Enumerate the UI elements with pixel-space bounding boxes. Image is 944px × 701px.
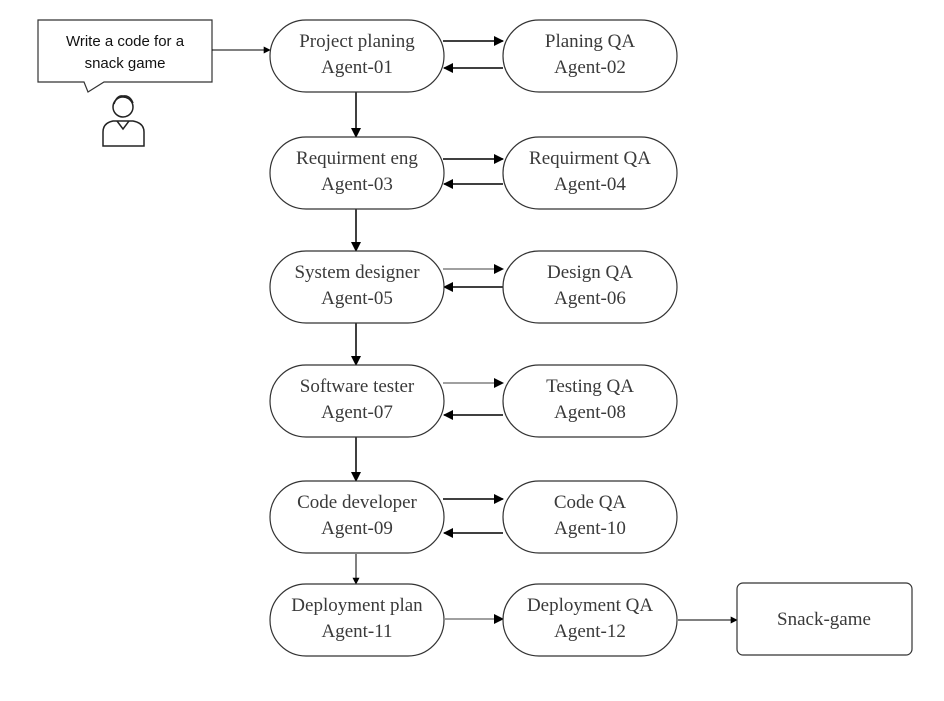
agent-node-12: Deployment QA Agent-12	[502, 583, 678, 657]
agent-node-09: Code developer Agent-09	[269, 480, 445, 554]
agent-role: Deployment QA	[527, 595, 653, 616]
agent-node-08: Testing QA Agent-08	[502, 364, 678, 438]
agent-id: Agent-09	[321, 518, 393, 539]
agent-node-03: Requirment eng Agent-03	[269, 136, 445, 210]
agent-role: Requirment QA	[529, 148, 651, 169]
prompt-line-1: Write a code for a	[66, 33, 185, 50]
agent-role: Project planing	[299, 31, 415, 52]
output-node: Snack-game	[736, 582, 913, 656]
agent-role: Planing QA	[545, 31, 636, 52]
agent-role: Design QA	[547, 262, 633, 283]
agent-node-11: Deployment plan Agent-11	[269, 583, 445, 657]
agent-node-05: System designer Agent-05	[269, 250, 445, 324]
agent-id: Agent-02	[554, 57, 626, 78]
agent-node-10: Code QA Agent-10	[502, 480, 678, 554]
agent-role: Requirment eng	[296, 148, 418, 169]
agent-id: Agent-07	[321, 402, 393, 423]
agent-id: Agent-06	[554, 288, 626, 309]
agent-id: Agent-04	[554, 174, 626, 195]
agent-node-02: Planing QA Agent-02	[502, 19, 678, 93]
agent-role: Software tester	[300, 376, 415, 397]
output-label: Snack-game	[777, 609, 871, 630]
agent-id: Agent-01	[321, 57, 393, 78]
agent-id: Agent-03	[321, 174, 393, 195]
agent-id: Agent-11	[321, 621, 392, 642]
edges	[212, 36, 738, 624]
agent-id: Agent-08	[554, 402, 626, 423]
agent-id: Agent-10	[554, 518, 626, 539]
agent-role: Code QA	[554, 492, 627, 513]
prompt-bubble: Write a code for a snack game	[37, 19, 213, 93]
agent-id: Agent-05	[321, 288, 393, 309]
agent-role: System designer	[294, 262, 420, 283]
person-icon	[102, 95, 145, 147]
agent-id: Agent-12	[554, 621, 626, 642]
agent-role: Code developer	[297, 492, 417, 513]
agent-node-06: Design QA Agent-06	[502, 250, 678, 324]
agent-role: Deployment plan	[291, 595, 423, 616]
agent-node-07: Software tester Agent-07	[269, 364, 445, 438]
agent-node-01: Project planing Agent-01	[269, 19, 445, 93]
agent-node-04: Requirment QA Agent-04	[502, 136, 678, 210]
prompt-line-2: snack game	[85, 55, 166, 72]
agent-role: Testing QA	[546, 376, 634, 397]
